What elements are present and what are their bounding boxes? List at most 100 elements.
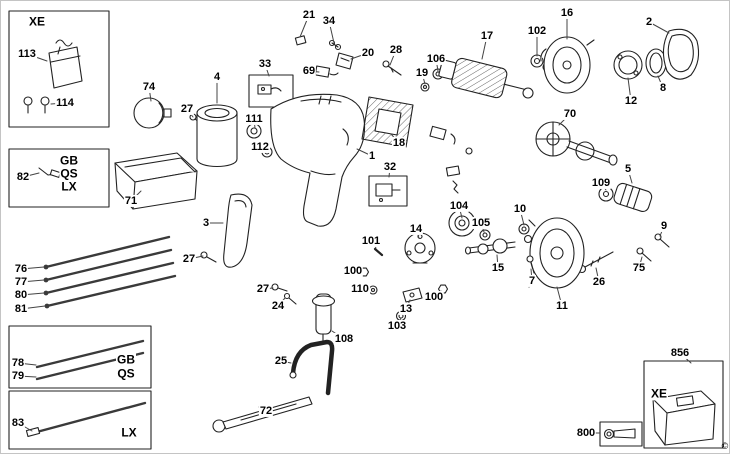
part-82 [38, 167, 61, 178]
charger-856 [652, 390, 716, 446]
part-label-109: 109 [590, 176, 612, 190]
part-label-27: 27 [179, 102, 195, 116]
part-label-21: 21 [301, 8, 317, 22]
part-label-12: 12 [623, 94, 639, 108]
part-label-76: 76 [13, 262, 29, 276]
housing-1 [270, 93, 366, 227]
inset-label-GB: GB [116, 352, 136, 367]
part-label-110: 110 [350, 282, 370, 296]
gasket-2 [662, 28, 700, 80]
part-label-19: 19 [414, 66, 430, 80]
field-coil-18 [361, 96, 414, 148]
part-label-112: 112 [250, 140, 270, 154]
part-label-82: 82 [15, 170, 31, 184]
part-label-5: 5 [623, 162, 633, 176]
pin-101 [373, 247, 384, 257]
part-label-113: 113 [17, 47, 37, 61]
part-label-24: 24 [270, 299, 286, 313]
depth-rods-76-81 [44, 235, 177, 308]
part-label-80: 80 [13, 288, 29, 302]
inset-label-QS: QS [59, 166, 79, 181]
detail-box-32 [368, 175, 408, 207]
part-label-7: 7 [527, 274, 537, 288]
part-label-75: 75 [631, 261, 647, 275]
bracket-13 [402, 287, 423, 303]
part-label-81: 81 [13, 302, 29, 316]
part-label-800: 800 [575, 426, 597, 440]
knob-74 [133, 97, 172, 129]
chuck-5 [613, 182, 653, 213]
inset-box-gb-qs [8, 325, 152, 389]
brush-69 [314, 65, 339, 78]
part-label-4: 4 [212, 70, 222, 84]
kitbox-71 [114, 152, 198, 210]
part-label-34: 34 [321, 14, 337, 28]
inset-label-LX: LX [60, 179, 78, 194]
side-handle-clamp-108 [311, 293, 336, 344]
part-label-10: 10 [512, 202, 528, 216]
part-label-71: 71 [123, 194, 139, 208]
part-label-79: 79 [10, 369, 26, 383]
part-label-18: 18 [391, 136, 407, 150]
washer-110 [368, 285, 378, 295]
part-label-101: 101 [360, 234, 382, 248]
part-label-13: 13 [398, 302, 414, 316]
part-label-106: 106 [425, 52, 447, 66]
part-label-27: 27 [255, 282, 271, 296]
inset-label-LX: LX [120, 425, 138, 440]
shaft-15 [464, 238, 516, 255]
part-label-8: 8 [658, 81, 668, 95]
inset-box-lx [8, 390, 152, 450]
inset-label-XE: XE [649, 386, 669, 401]
washer-105 [479, 229, 491, 241]
part-label-100: 100 [342, 264, 364, 278]
cap-113 [48, 39, 83, 89]
retainer-12 [613, 50, 643, 80]
part-label-26: 26 [591, 275, 607, 289]
gearcase-16 [540, 36, 595, 94]
inset-label-GB: GB [59, 153, 79, 168]
part-label-111: 111 [244, 112, 264, 126]
screw-7 [526, 255, 535, 274]
detail-box-800 [599, 421, 643, 447]
inset-label-XE: XE [27, 14, 47, 29]
part-label-103: 103 [386, 319, 408, 333]
copyright-mark-©: © [721, 441, 729, 452]
detail-box-33 [248, 74, 294, 108]
part-label-33: 33 [257, 57, 273, 71]
part-label-1: 1 [367, 149, 377, 163]
part-label-9: 9 [659, 219, 669, 233]
cord-parts [429, 125, 473, 194]
switch-32 [375, 183, 401, 203]
part-label-17: 17 [479, 29, 495, 43]
part-label-27: 27 [181, 252, 197, 266]
part-label-74: 74 [141, 80, 157, 94]
inset-box-xe-top [8, 10, 110, 128]
part-label-70: 70 [562, 107, 578, 121]
part-label-102: 102 [526, 24, 548, 38]
screws-114 [23, 96, 50, 114]
part-label-104: 104 [448, 199, 470, 213]
screw-28 [382, 60, 402, 76]
part-label-108: 108 [333, 332, 355, 346]
part-label-100: 100 [423, 290, 445, 304]
inset-box-gb-qs-lx [8, 148, 110, 208]
clip-20 [335, 52, 354, 70]
washers-10 [518, 223, 533, 244]
motor-field-4 [196, 104, 238, 168]
part-label-72: 72 [258, 404, 274, 418]
part-label-83: 83 [10, 416, 26, 430]
part-label-105: 105 [470, 216, 492, 230]
part-label-77: 77 [13, 275, 29, 289]
part-label-14: 14 [408, 222, 424, 236]
part-label-69: 69 [301, 64, 317, 78]
part-label-114: 114 [55, 96, 75, 110]
gasket-8 [645, 48, 667, 78]
brush-33 [257, 84, 282, 95]
inset-box-xe-bottom [643, 360, 724, 449]
screw-75 [636, 247, 652, 262]
rod-tips [43, 264, 50, 309]
part-label-28: 28 [388, 43, 404, 57]
